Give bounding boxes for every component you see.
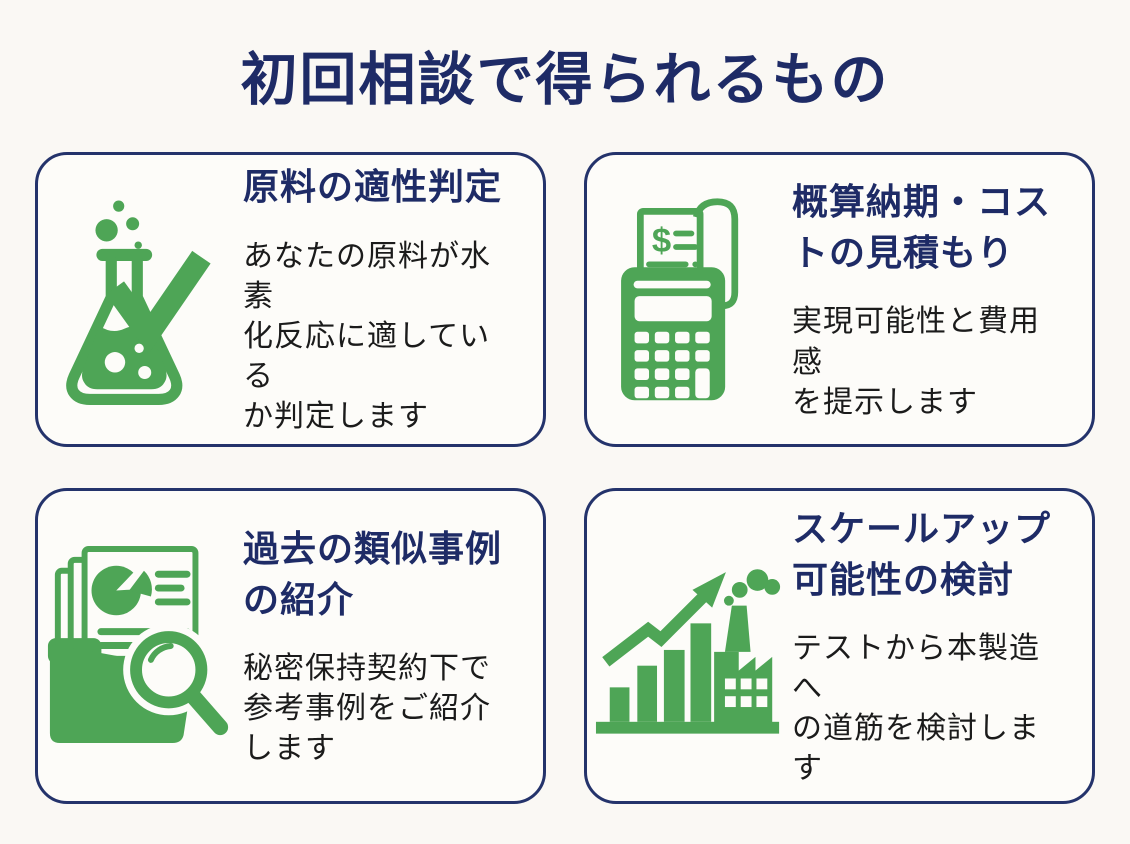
card-title: 原料の適性判定 bbox=[243, 161, 519, 212]
card-icon-area bbox=[587, 556, 792, 736]
calculator-receipt-icon: $ bbox=[621, 197, 739, 400]
flask-check-icon bbox=[65, 200, 211, 405]
card-icon-area bbox=[38, 541, 243, 751]
card-body-line: を提示します bbox=[792, 385, 978, 419]
card-title-line: トの見積もり bbox=[792, 232, 1015, 274]
card-text-area: 概算納期・コス トの見積もり 実現可能性と費用感 を提示します bbox=[792, 176, 1092, 423]
card-icon-area: $ bbox=[587, 194, 792, 406]
card-body-line: テストから本製造へ bbox=[792, 631, 1040, 705]
card-body-line: 化反応に適している bbox=[243, 319, 491, 394]
card-text-area: 過去の類似事例 の紹介 秘密保持契約下で 参考事例をご紹介 します bbox=[243, 523, 543, 770]
card-description: あなたの原料が水素 化反応に適している か判定します bbox=[243, 237, 519, 438]
card-title-line: 過去の類似事例 bbox=[243, 527, 503, 569]
card-title-line: スケールアップ bbox=[792, 507, 1052, 549]
card-title: 概算納期・コス トの見積もり bbox=[792, 176, 1068, 278]
card-body-line: 実現可能性と費用感 bbox=[792, 305, 1040, 379]
card-similar-cases: 過去の類似事例 の紹介 秘密保持契約下で 参考事例をご紹介 します bbox=[35, 488, 546, 804]
card-description: テストから本製造へ の道筋を検討します bbox=[792, 629, 1068, 790]
card-title-line: の紹介 bbox=[243, 578, 355, 620]
card-body-line: 秘密保持契約下で bbox=[243, 651, 491, 685]
svg-text:$: $ bbox=[652, 221, 671, 259]
card-icon-area bbox=[38, 193, 243, 407]
card-body-line: の道筋を検討します bbox=[792, 712, 1040, 786]
growth-factory-icon bbox=[595, 569, 780, 734]
folder-search-icon bbox=[47, 546, 228, 744]
card-cost-estimate: $ 概算 bbox=[584, 152, 1095, 447]
card-text-area: スケールアップ 可能性の検討 テストから本製造へ の道筋を検討します bbox=[792, 503, 1092, 790]
page-title: 初回相談で得られるもの bbox=[240, 48, 890, 112]
card-title-line: 原料の適性判定 bbox=[243, 166, 503, 208]
card-scale-up: スケールアップ 可能性の検討 テストから本製造へ の道筋を検討します bbox=[584, 488, 1095, 804]
card-body-line: か判定します bbox=[243, 400, 429, 434]
card-description: 実現可能性と費用感 を提示します bbox=[792, 302, 1068, 423]
card-title: スケールアップ 可能性の検討 bbox=[792, 503, 1068, 605]
card-body-line: あなたの原料が水素 bbox=[243, 239, 491, 313]
card-description: 秘密保持契約下で 参考事例をご紹介 します bbox=[243, 649, 519, 770]
card-body-line: 参考事例をご紹介 bbox=[243, 692, 491, 726]
card-title: 過去の類似事例 の紹介 bbox=[243, 523, 519, 625]
card-title-line: 概算納期・コス bbox=[792, 181, 1052, 223]
card-text-area: 原料の適性判定 あなたの原料が水素 化反応に適している か判定します bbox=[243, 161, 543, 437]
card-body-line: します bbox=[243, 732, 336, 766]
card-title-line: 可能性の検討 bbox=[792, 558, 1015, 600]
card-material-suitability: 原料の適性判定 あなたの原料が水素 化反応に適している か判定します bbox=[35, 152, 546, 447]
